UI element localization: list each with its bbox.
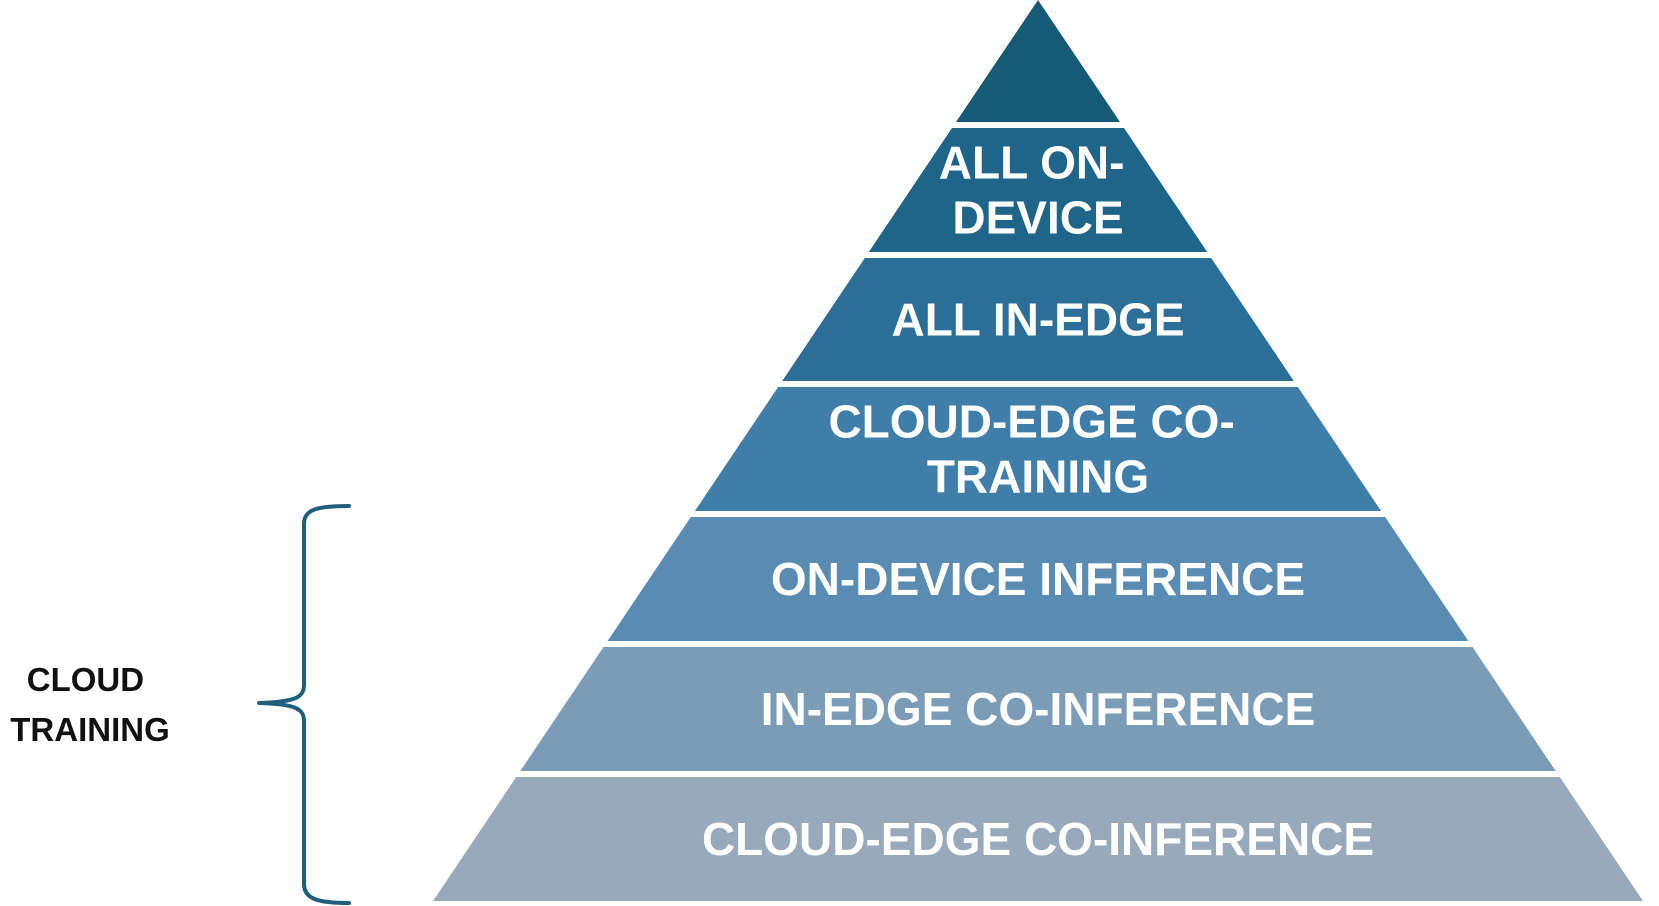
layer-label-line: ALL ON-: [939, 137, 1125, 189]
layer-label: CLOUD-EDGE CO- TRAINING: [828, 396, 1247, 503]
pyramid-layer-cloud-edge-co-inference: CLOUD-EDGE CO-INFERENCE: [433, 777, 1643, 901]
side-label-cloud-training: CLOUD TRAINING: [10, 661, 170, 748]
layer-label: ON-DEVICE INFERENCE: [771, 553, 1305, 605]
layer-band-shape: [520, 647, 1556, 771]
layer-label-line: IN-EDGE CO-INFERENCE: [761, 683, 1316, 735]
pyramid-layer-cloud-edge-co-training: CLOUD-EDGE CO- TRAINING: [694, 387, 1382, 511]
layer-label-line: ON-DEVICE INFERENCE: [771, 553, 1305, 605]
layer-label: IN-EDGE CO-INFERENCE: [761, 683, 1316, 735]
side-label-line: CLOUD: [27, 661, 144, 698]
layer-label-line: TRAINING: [927, 451, 1149, 503]
layer-label-line: CLOUD-EDGE CO-: [828, 396, 1234, 448]
layer-band-shape: [433, 777, 1643, 901]
curly-brace-icon: [257, 504, 351, 905]
pyramid-layer-all-on-device: ALL ON- DEVICE: [868, 128, 1208, 252]
layer-label-line: DEVICE: [952, 192, 1123, 244]
pyramid-layer-in-edge-co-inference: IN-EDGE CO-INFERENCE: [520, 647, 1556, 771]
layer-label: ALL IN-EDGE: [891, 294, 1184, 346]
pyramid-apex: [956, 0, 1120, 122]
pyramid-layer-all-in-edge: ALL IN-EDGE: [782, 258, 1294, 381]
layer-label: CLOUD-EDGE CO-INFERENCE: [702, 813, 1374, 865]
layer-band-shape: [694, 387, 1382, 511]
layer-label: ALL ON- DEVICE: [939, 137, 1137, 244]
layer-band-shape: [868, 128, 1208, 252]
pyramid-layer-on-device-inference: ON-DEVICE INFERENCE: [607, 517, 1469, 641]
layer-band-shape: [782, 258, 1294, 381]
layer-label-line: CLOUD-EDGE CO-INFERENCE: [702, 813, 1374, 865]
layer-band-shape: [607, 517, 1469, 641]
layer-label-line: ALL IN-EDGE: [891, 294, 1184, 346]
side-label-line: TRAINING: [10, 711, 170, 748]
